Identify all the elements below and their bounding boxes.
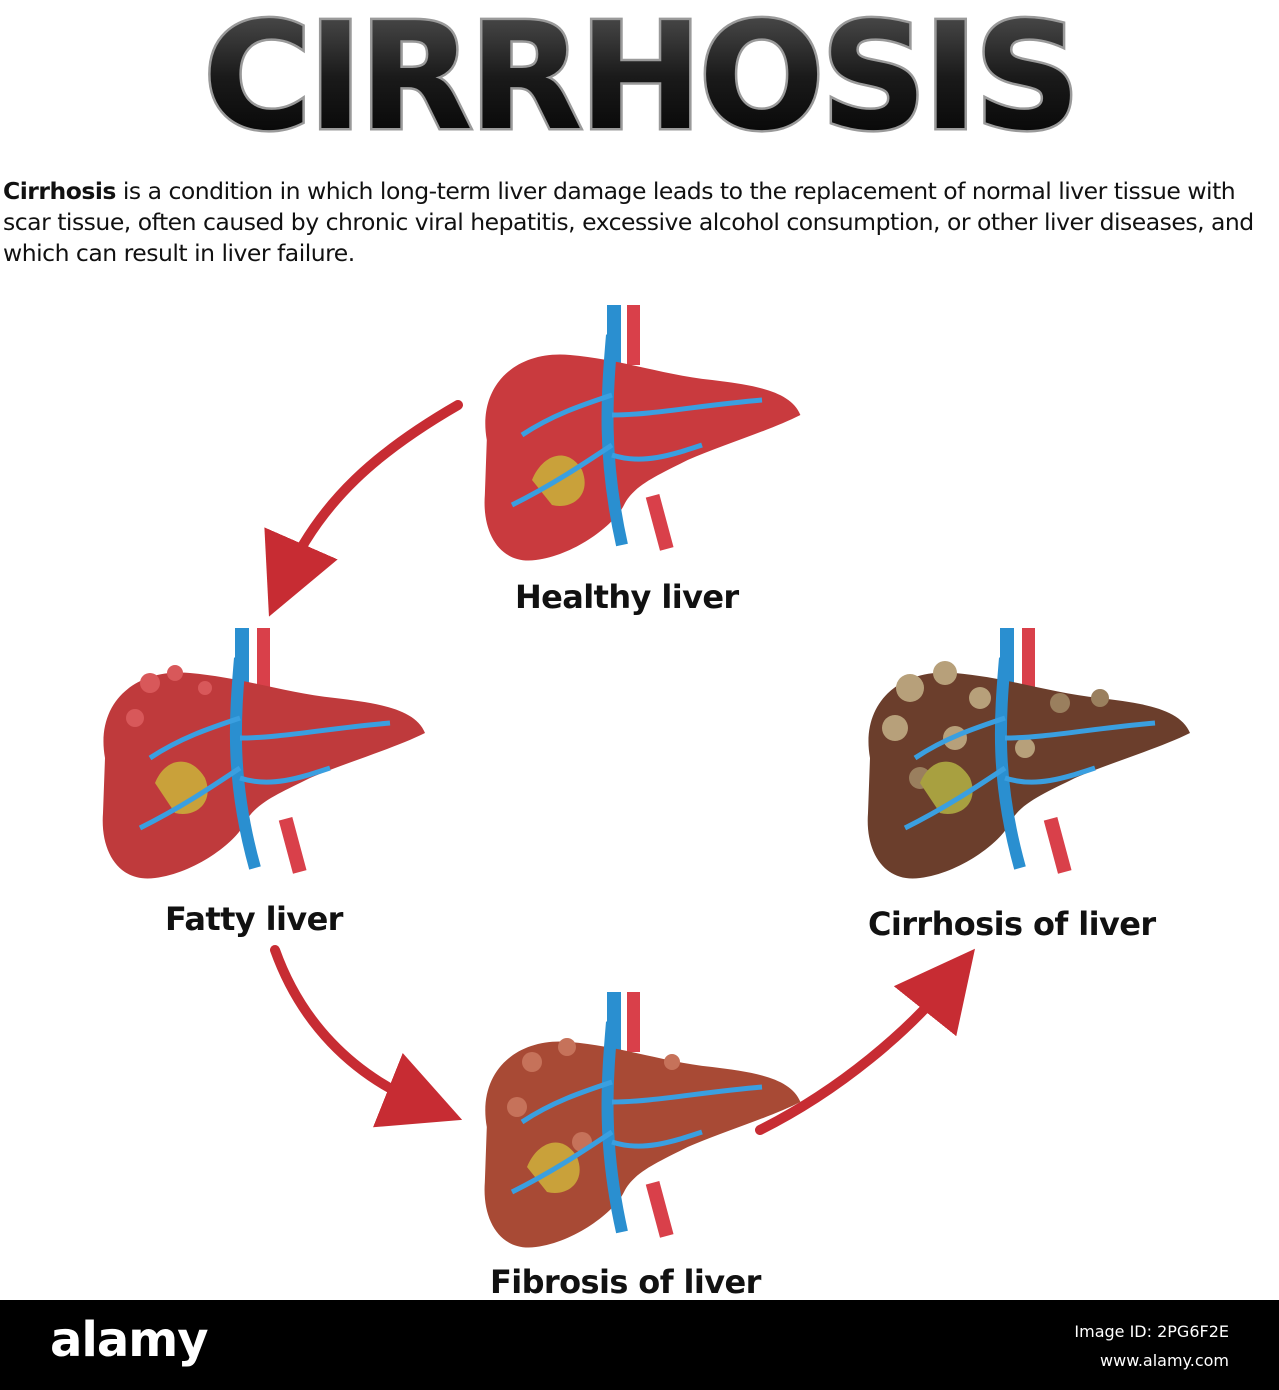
label-fibrosis-of-liver: Fibrosis of liver [490, 1263, 761, 1301]
fatty-liver-illustration [102, 628, 425, 879]
cirrhosis-liver-illustration [867, 628, 1190, 879]
arrow-fibrosis-to-cirrhosis [755, 948, 975, 1135]
arrow-fatty-to-fibrosis [270, 945, 463, 1128]
alamy-logo: alamy [50, 1312, 209, 1368]
title-banner: CIRRHOSIS [201, 0, 1084, 150]
label-fatty-liver: Fatty liver [165, 900, 343, 938]
description: Cirrhosis is a condition in which long-t… [3, 176, 1279, 269]
label-healthy-liver: Healthy liver [515, 578, 739, 616]
image-id: Image ID: 2PG6F2E [1074, 1322, 1229, 1341]
watermark-footer: alamy Image ID: 2PG6F2E www.alamy.com [0, 1300, 1279, 1390]
fibrosis-liver-illustration [484, 992, 801, 1248]
cirrhosis-progression-diagram [102, 305, 1190, 1248]
page-title: CIRRHOSIS [203, 0, 1077, 150]
description-text: is a condition in which long-term liver … [3, 177, 1254, 267]
healthy-liver-illustration [484, 305, 801, 561]
label-cirrhosis-of-liver: Cirrhosis of liver [868, 905, 1156, 943]
description-lead: Cirrhosis [3, 177, 116, 205]
arrow-healthy-to-fatty [264, 400, 463, 617]
site-url: www.alamy.com [1100, 1351, 1229, 1370]
